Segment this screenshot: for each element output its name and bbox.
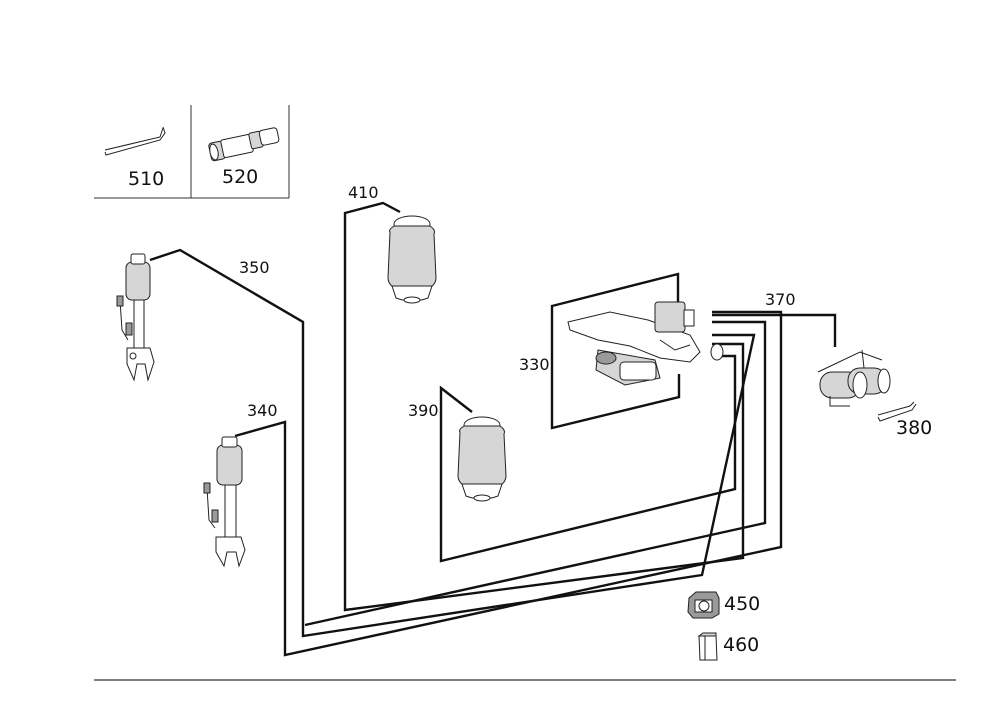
part-label-450[interactable]: 450	[724, 593, 760, 615]
part-380-pin-drawing	[877, 401, 917, 422]
part-label-340[interactable]: 340	[247, 401, 278, 420]
part-label-510[interactable]: 510	[128, 168, 164, 190]
part-label-460[interactable]: 460	[723, 634, 759, 656]
part-450-clip-drawing	[687, 591, 720, 619]
part-330-compressor-drawing	[567, 301, 724, 386]
part-520-connector-drawing	[208, 127, 280, 162]
part-350-front-strut-drawing	[116, 253, 155, 382]
part-410-air-spring-drawing	[387, 215, 437, 304]
inset-box	[94, 105, 290, 199]
part-label-390[interactable]: 390	[408, 401, 439, 420]
part-510-pin-drawing	[104, 126, 166, 156]
leader-lines	[149, 201, 837, 657]
part-label-330[interactable]: 330	[519, 355, 550, 374]
part-label-410[interactable]: 410	[348, 183, 379, 202]
part-label-350[interactable]: 350	[239, 258, 270, 277]
part-label-370[interactable]: 370	[765, 290, 796, 309]
part-370-reservoir-drawing	[817, 349, 891, 407]
part-340-strut-drawing	[203, 436, 246, 568]
part-label-380[interactable]: 380	[896, 417, 932, 439]
part-460-sleeve-drawing	[697, 632, 718, 661]
part-label-520[interactable]: 520	[222, 166, 258, 188]
part-390-air-spring-drawing	[457, 416, 507, 502]
